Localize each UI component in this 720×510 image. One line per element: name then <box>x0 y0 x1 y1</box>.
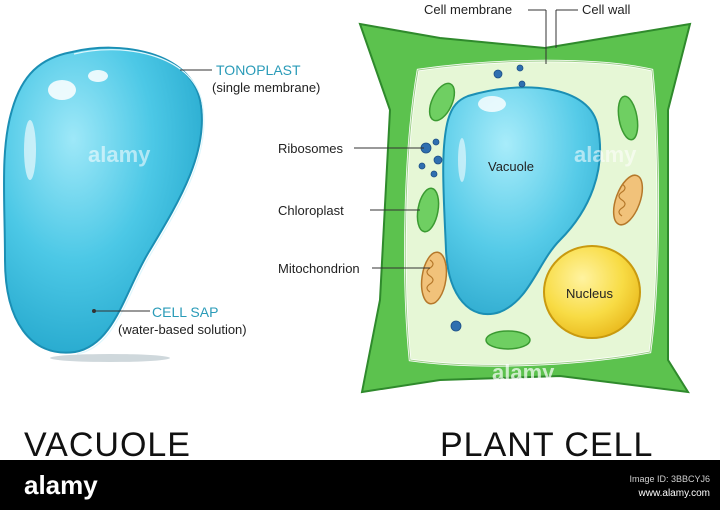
diagram-canvas <box>2 9 692 394</box>
isolated-vacuole <box>2 46 203 354</box>
cell-sap-dot <box>92 309 96 313</box>
nucleus-label: Nucleus <box>566 286 613 301</box>
watermark: alamy <box>492 360 555 385</box>
tonoplast-label: TONOPLAST <box>216 62 301 78</box>
cell-sap-sublabel: (water-based solution) <box>118 322 247 337</box>
vacuole-inner-label: Vacuole <box>488 159 535 174</box>
cell-sap-label: CELL SAP <box>152 304 219 320</box>
vacuole-shadow <box>50 354 170 362</box>
vacuole-highlight <box>24 120 36 180</box>
chloroplast <box>428 82 456 122</box>
vacuole-highlight <box>48 80 76 100</box>
tonoplast-sublabel: (single membrane) <box>212 80 321 95</box>
mitochondrion <box>420 251 448 305</box>
footer-image-id: Image ID: 3BBCYJ6 <box>629 474 710 484</box>
plant-cell-title: PLANT CELL <box>440 426 654 464</box>
cell-membrane <box>404 60 659 366</box>
mitochondrion-label: Mitochondrion <box>278 261 360 276</box>
cell-membrane-label: Cell membrane <box>424 2 513 17</box>
cell-wall-label: Cell wall <box>582 2 631 17</box>
vacuole-highlight <box>88 70 108 82</box>
nucleus <box>543 245 641 339</box>
watermark: alamy <box>574 142 637 167</box>
tonoplast-outline <box>73 49 205 355</box>
cell-vacuole-highlight <box>478 96 506 112</box>
chloroplast <box>485 330 531 350</box>
footer-bar: alamy Image ID: 3BBCYJ6 www.alamy.com <box>0 460 720 510</box>
chloroplast <box>416 187 440 233</box>
cell-vacuole <box>442 86 602 315</box>
footer-url: www.alamy.com <box>638 488 711 499</box>
footer-logo: alamy <box>24 470 98 500</box>
ribosomes-label: Ribosomes <box>278 141 344 156</box>
watermark: alamy <box>88 142 151 167</box>
chloroplast-label: Chloroplast <box>278 203 344 218</box>
cell-vacuole-highlight <box>458 138 466 182</box>
vacuole-title: VACUOLE <box>24 426 191 464</box>
chloroplast <box>617 95 639 141</box>
mitochondrion <box>612 174 644 226</box>
